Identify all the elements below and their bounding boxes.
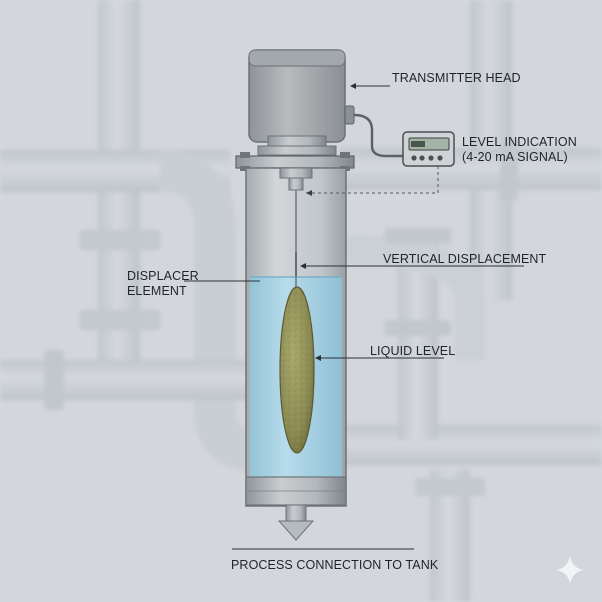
process-outlet-arrow [277, 504, 315, 541]
displacer-element [279, 286, 315, 454]
label-displacer-element-line2: ELEMENT [127, 284, 187, 298]
leader-lines [184, 83, 524, 550]
label-transmitter-head: TRANSMITTER HEAD [392, 71, 521, 85]
displacer-level-instrument [235, 49, 455, 541]
top-flange [235, 152, 355, 171]
signal-cable [353, 113, 404, 158]
label-displacer-element-line1: DISPLACER [127, 269, 199, 283]
diagram-labels: TRANSMITTER HEAD LEVEL INDICATION (4-20 … [127, 71, 577, 572]
transmitter-head [248, 49, 355, 156]
label-liquid-level: LIQUID LEVEL [370, 344, 455, 358]
label-level-indication-line1: LEVEL INDICATION [462, 135, 577, 149]
level-indicator-display [402, 131, 455, 167]
label-process-connection: PROCESS CONNECTION TO TANK [231, 558, 439, 572]
sparkle-icon [556, 556, 584, 584]
label-vertical-displacement: VERTICAL DISPLACEMENT [383, 252, 547, 266]
label-level-indication-line2: (4-20 mA SIGNAL) [462, 150, 568, 164]
signal-dashed-line [306, 166, 439, 196]
